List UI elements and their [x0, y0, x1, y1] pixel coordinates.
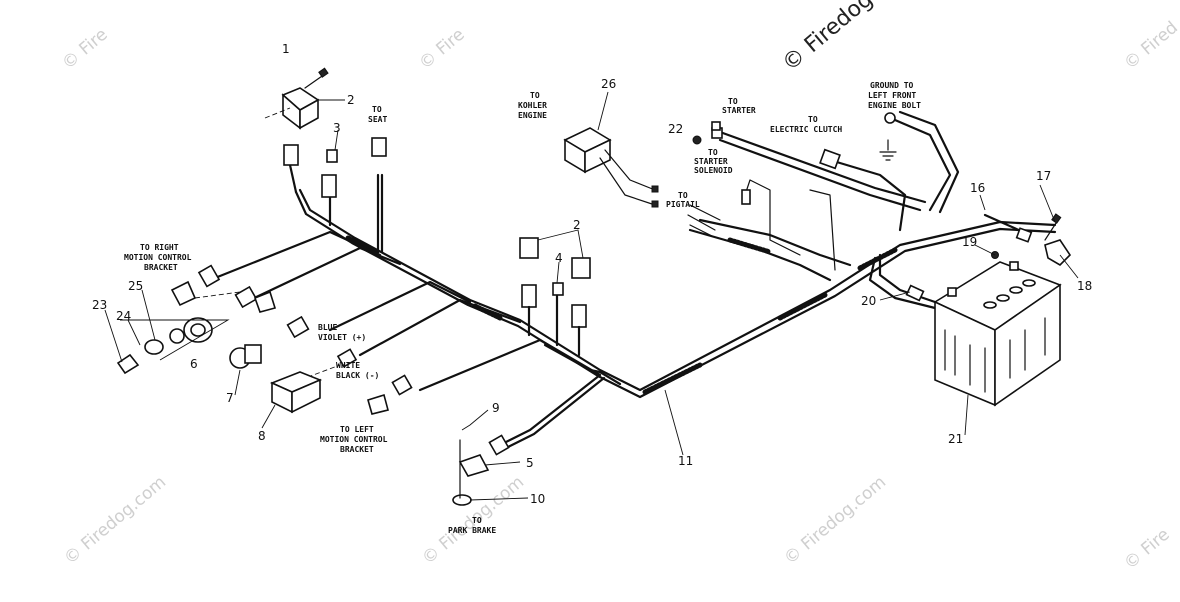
callout-18: 18: [1077, 279, 1092, 293]
label-to-kohler: TO KOHLER ENGINE: [518, 91, 552, 120]
callout-5: 5: [526, 456, 534, 470]
label-left-motion: TO LEFT MOTION CONTROL BRACKET: [320, 425, 392, 454]
label-to-starter: TO STARTER: [722, 97, 756, 115]
callout-11: 11: [678, 454, 693, 468]
callout-23: 23: [92, 298, 107, 312]
watermark: © Firedog.com: [780, 472, 890, 569]
callout-9: 9: [492, 401, 500, 415]
watermark: © Fire: [415, 25, 468, 74]
watermark: © Firedog.com: [60, 472, 170, 569]
callout-16: 16: [970, 181, 985, 195]
callout-numbers: 1 2 3 26 22 2 4 16 17 19 18 20 21 23 24 …: [92, 42, 1092, 506]
callout-3: 3: [333, 121, 341, 135]
label-white-black: WHITE BLACK (-): [336, 361, 379, 380]
leader-lines: [104, 91, 1079, 501]
callout-1: 1: [282, 42, 290, 56]
callout-2: 2: [347, 93, 355, 107]
harness-labels: TO SEAT TO KOHLER ENGINE TO STARTER TO E…: [124, 81, 921, 535]
callout-26: 26: [601, 77, 616, 91]
label-to-solenoid: TO STARTER SOLENOID: [694, 148, 733, 175]
label-to-clutch: TO ELECTRIC CLUTCH: [770, 115, 842, 134]
callout-20: 20: [861, 294, 876, 308]
callout-17: 17: [1036, 169, 1051, 183]
main-harness: [208, 110, 1057, 451]
callout-19: 19: [962, 235, 977, 249]
callout-4: 4: [555, 251, 563, 265]
callout-22: 22: [668, 122, 683, 136]
label-right-motion: TO RIGHT MOTION CONTROL BRACKET: [124, 243, 196, 272]
label-to-seat: TO SEAT: [368, 105, 387, 124]
callout-21: 21: [948, 432, 963, 446]
callout-6: 6: [190, 357, 198, 371]
label-park-brake: TO PARK BRAKE: [448, 516, 496, 535]
parts: [116, 67, 1072, 506]
callout-25: 25: [128, 279, 143, 293]
watermark: © Fire: [1120, 525, 1173, 574]
label-blue-violet: BLUE VIOLET (+): [318, 323, 366, 342]
watermark-top: © Firedog.: [778, 0, 883, 77]
label-ground: GROUND TO LEFT FRONT ENGINE BOLT: [868, 81, 921, 110]
callout-10: 10: [530, 492, 545, 506]
callout-7: 7: [226, 391, 234, 405]
callout-8: 8: [258, 429, 266, 443]
callout-2-middle: 2: [573, 218, 581, 232]
label-to-pigtail: TO PIGTAIL: [666, 191, 700, 209]
callout-24: 24: [116, 309, 131, 323]
watermark: © Fired: [1120, 18, 1180, 74]
watermark: © Fire: [58, 25, 111, 74]
